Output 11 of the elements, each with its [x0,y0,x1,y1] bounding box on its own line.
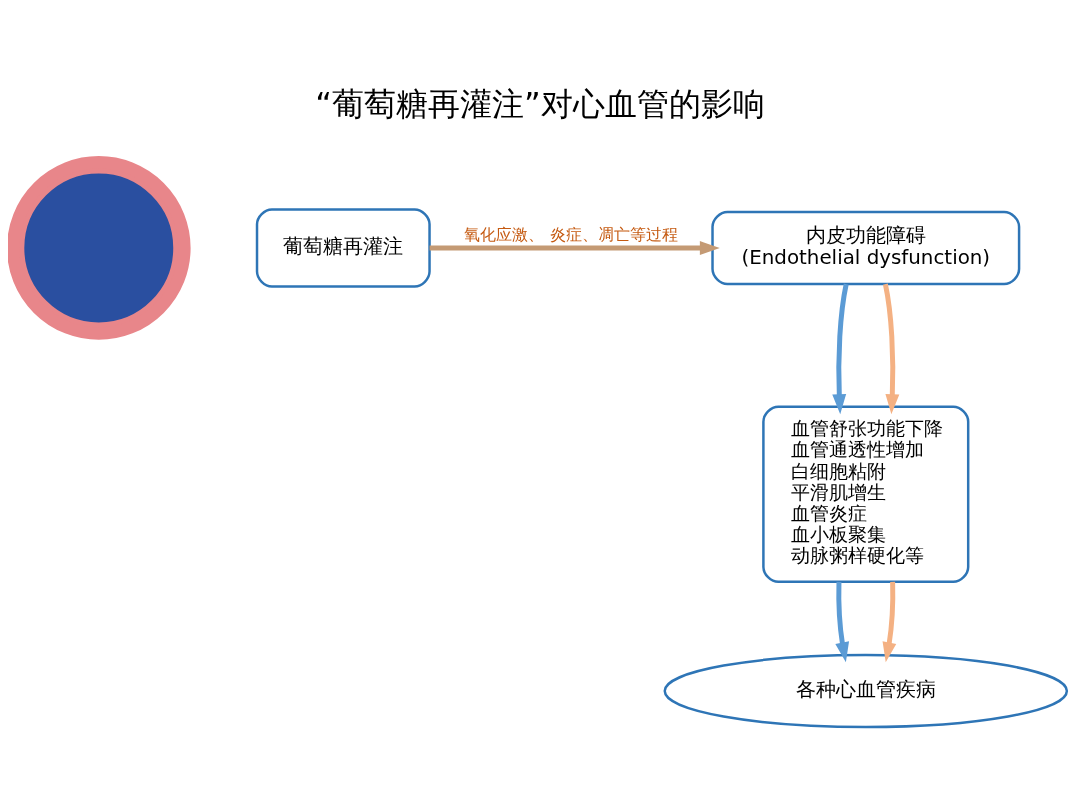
diagram-title: “葡萄糖再灌注”对心血管的影响 [315,84,765,123]
node-ellipse: 各种心血管疾病 [663,653,1069,728]
arrow [882,581,897,662]
arrow [882,283,900,414]
arrow [832,283,849,414]
node-box: 血管舒张功能下降 血管通透性增加 白细胞粘附 平滑肌增生 血管炎症 血小板聚集 动脉粥样硬化等 [762,405,970,583]
node-box: 葡萄糖再灌注 [255,207,431,288]
arrow [835,581,850,662]
node-box: 内皮功能障碍 (Endothelial dysfunction) [711,210,1021,285]
edge-label: 氧化应激、 炎症、凋亡等过程 [464,224,678,244]
arrow [429,240,720,255]
